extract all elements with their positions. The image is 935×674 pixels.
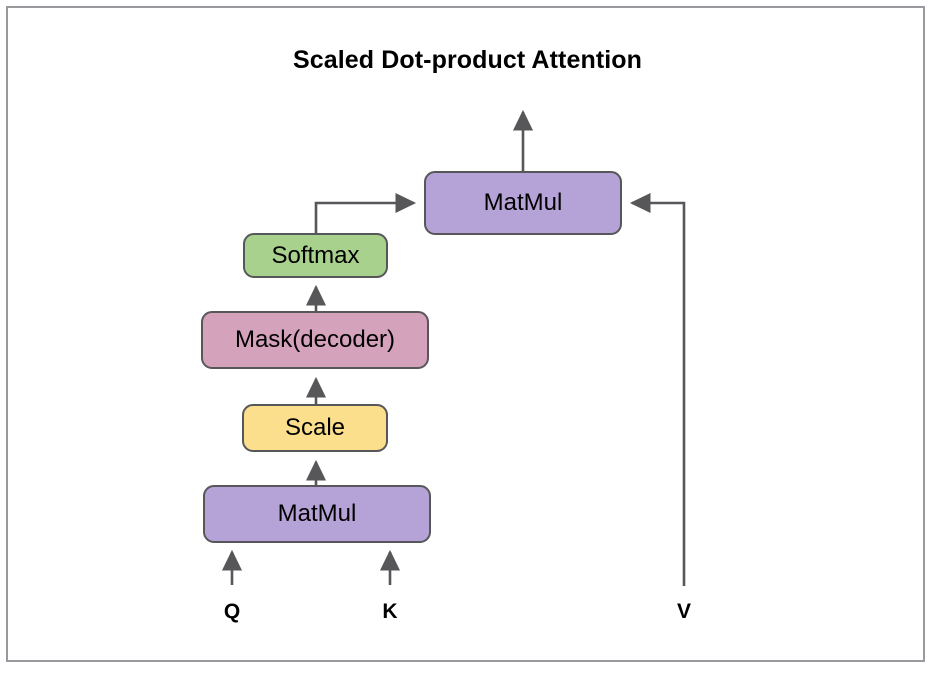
- input-label-k: K: [382, 600, 398, 623]
- input-label-q: Q: [223, 600, 241, 623]
- node-scale-label: Scale: [284, 414, 346, 441]
- node-softmax[interactable]: Softmax: [243, 233, 388, 278]
- node-matmul-top[interactable]: MatMul: [424, 171, 622, 235]
- page-title: Scaled Dot-product Attention: [292, 46, 643, 74]
- node-scale[interactable]: Scale: [242, 404, 388, 452]
- input-label-v: V: [676, 600, 691, 623]
- node-mask-decoder-label: Mask(decoder): [234, 326, 396, 353]
- node-matmul-top-label: MatMul: [483, 189, 563, 216]
- node-softmax-label: Softmax: [271, 241, 360, 269]
- node-matmul-bottom[interactable]: MatMul: [203, 485, 431, 543]
- node-mask-decoder[interactable]: Mask(decoder): [201, 311, 429, 369]
- figure-border: [6, 6, 925, 662]
- node-matmul-bottom-label: MatMul: [277, 500, 357, 527]
